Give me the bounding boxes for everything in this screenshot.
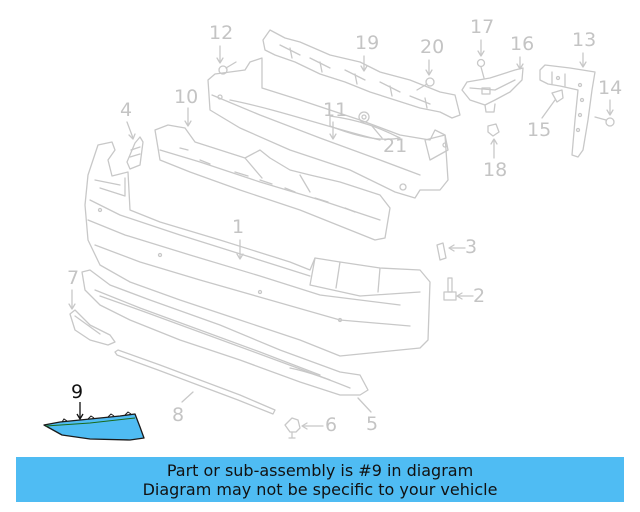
part-9-highlighted [43, 402, 145, 441]
part-5-diffuser [81, 269, 369, 396]
part-11-absorber [154, 124, 391, 241]
callout-14[interactable]: 14 [598, 77, 623, 99]
callout-18[interactable]: 18 [483, 159, 508, 181]
part-20-bolt [416, 77, 435, 91]
part-19-bracket [262, 29, 461, 119]
part-12-bolt [218, 61, 237, 75]
callout-16[interactable]: 16 [510, 33, 535, 55]
part-7-trim [69, 309, 116, 346]
callout-17[interactable]: 17 [470, 16, 495, 38]
part-15-clip [551, 89, 564, 103]
part-13-bracket [539, 64, 596, 158]
part-10-beam [207, 57, 449, 199]
callout-21[interactable]: 21 [383, 135, 408, 157]
callout-10[interactable]: 10 [174, 86, 199, 108]
part-1-bumper-cover [84, 141, 431, 357]
callout-7[interactable]: 7 [67, 267, 80, 289]
banner-line-2: Diagram may not be specific to your vehi… [142, 479, 498, 499]
callout-1[interactable]: 1 [232, 216, 245, 238]
callout-13[interactable]: 13 [572, 29, 597, 51]
callout-19[interactable]: 19 [355, 32, 380, 54]
callout-6[interactable]: 6 [325, 414, 338, 436]
callout-11[interactable]: 11 [323, 99, 348, 121]
callout-9[interactable]: 9 [71, 381, 84, 403]
part-21-nut [358, 111, 370, 123]
callout-15[interactable]: 15 [527, 119, 552, 141]
part-17-bolt [476, 58, 486, 79]
part-3-nut [436, 242, 447, 261]
part-6-clip [284, 417, 301, 439]
part-16-bracket [461, 67, 524, 113]
callout-5[interactable]: 5 [366, 413, 379, 435]
part-2-screw [443, 277, 457, 301]
part-18-nut [487, 123, 500, 137]
callout-20[interactable]: 20 [420, 36, 445, 58]
callout-3[interactable]: 3 [465, 236, 478, 258]
callout-4[interactable]: 4 [120, 99, 133, 121]
callout-2[interactable]: 2 [473, 285, 486, 307]
info-banner: Part or sub-assembly is #9 in diagram Di… [16, 457, 624, 502]
part-4-reflector [126, 136, 144, 170]
part-14-bolt [594, 116, 615, 127]
callout-arrows [68, 39, 614, 430]
banner-line-1: Part or sub-assembly is #9 in diagram [166, 460, 474, 480]
part-8-strip [114, 349, 276, 415]
callout-12[interactable]: 12 [209, 22, 234, 44]
callout-8[interactable]: 8 [172, 404, 185, 426]
